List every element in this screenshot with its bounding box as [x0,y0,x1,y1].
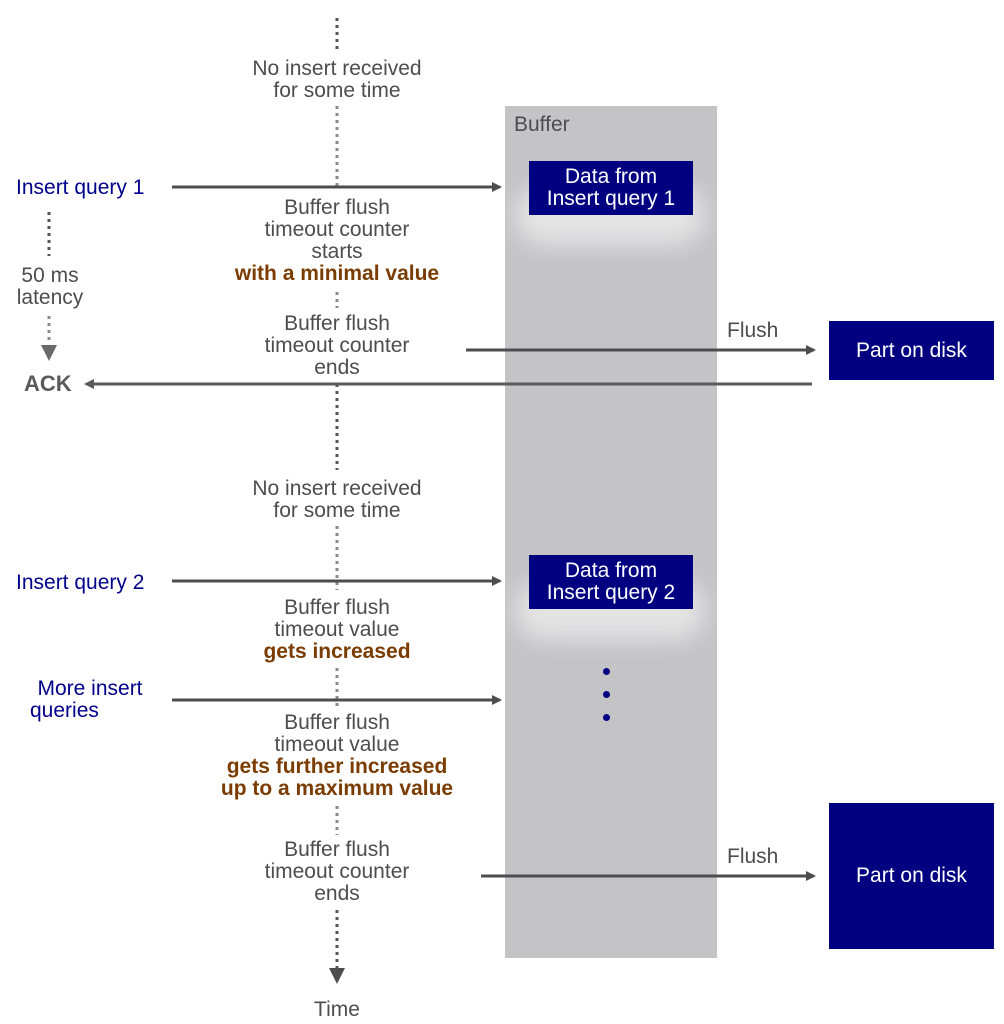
further-line1: Buffer flush [284,711,390,734]
latency-text: 50 ms latency [0,265,100,309]
value-increased-line2: timeout value [274,618,400,641]
idle-text-2-line1: No insert received [252,477,422,500]
counter-starts-line2: timeout counter [264,218,410,241]
flush-label-2: Flush [727,845,779,868]
data-box-2-line1: Data from [564,559,658,582]
data-box-insert-query-2: Data from Insert query 2 [529,555,693,609]
more-data-ellipsis [603,668,615,737]
latency-arrowhead [41,345,57,361]
more-insert-line1: More insert [37,677,143,700]
more-insert-queries-label: More insert queries [20,678,160,722]
idle-text-1-line2: for some time [273,79,401,102]
counter-ends-2-line3: ends [314,882,360,905]
idle-text-1: No insert received for some time [212,58,462,102]
counter-starts-text: Buffer flush timeout counter starts with… [212,197,462,285]
further-emphasis2: up to a maximum value [220,777,454,800]
value-increased-line1: Buffer flush [284,596,390,619]
time-arrowhead [329,968,345,984]
part-on-disk-1: Part on disk [829,321,994,380]
counter-ends-1-line2: timeout counter [264,334,410,357]
data-box-1-line1: Data from [564,165,658,188]
latency-line1: 50 ms [21,264,79,287]
ack-label: ACK [24,371,72,396]
insert-query-2-label: Insert query 2 [16,571,145,594]
idle-text-2-line2: for some time [273,499,401,522]
flush-label-1: Flush [727,319,779,342]
part-on-disk-2: Part on disk [829,803,994,949]
further-line2: timeout value [274,733,400,756]
idle-text-2: No insert received for some time [212,478,462,522]
value-increased-emphasis: gets increased [263,640,411,663]
counter-ends-2-line1: Buffer flush [284,838,390,861]
value-further-increased-text: Buffer flush timeout value gets further … [187,712,487,800]
buffer-region [505,106,717,958]
counter-ends-text-1: Buffer flush timeout counter ends [212,313,462,379]
further-emphasis1: gets further increased [226,755,448,778]
more-insert-line2: queries [30,699,99,722]
buffer-label: Buffer [514,113,570,136]
counter-ends-2-line2: timeout counter [264,860,410,883]
data-box-2-line2: Insert query 2 [546,581,676,604]
counter-starts-emphasis: with a minimal value [234,262,440,285]
idle-text-1-line1: No insert received [252,57,422,80]
data-box-1-line2: Insert query 1 [546,187,676,210]
insert-query-1-label: Insert query 1 [16,176,145,199]
counter-ends-1-line1: Buffer flush [284,312,390,335]
value-increased-text: Buffer flush timeout value gets increase… [212,597,462,663]
data-box-insert-query-1: Data from Insert query 1 [529,161,693,215]
counter-starts-line1: Buffer flush [284,196,390,219]
part-on-disk-1-label: Part on disk [856,338,967,362]
counter-starts-line3: starts [311,240,363,263]
latency-line2: latency [16,286,84,309]
time-label: Time [314,998,360,1021]
part-on-disk-2-label: Part on disk [856,864,967,887]
counter-ends-1-line3: ends [314,356,360,379]
counter-ends-text-2: Buffer flush timeout counter ends [212,839,462,905]
